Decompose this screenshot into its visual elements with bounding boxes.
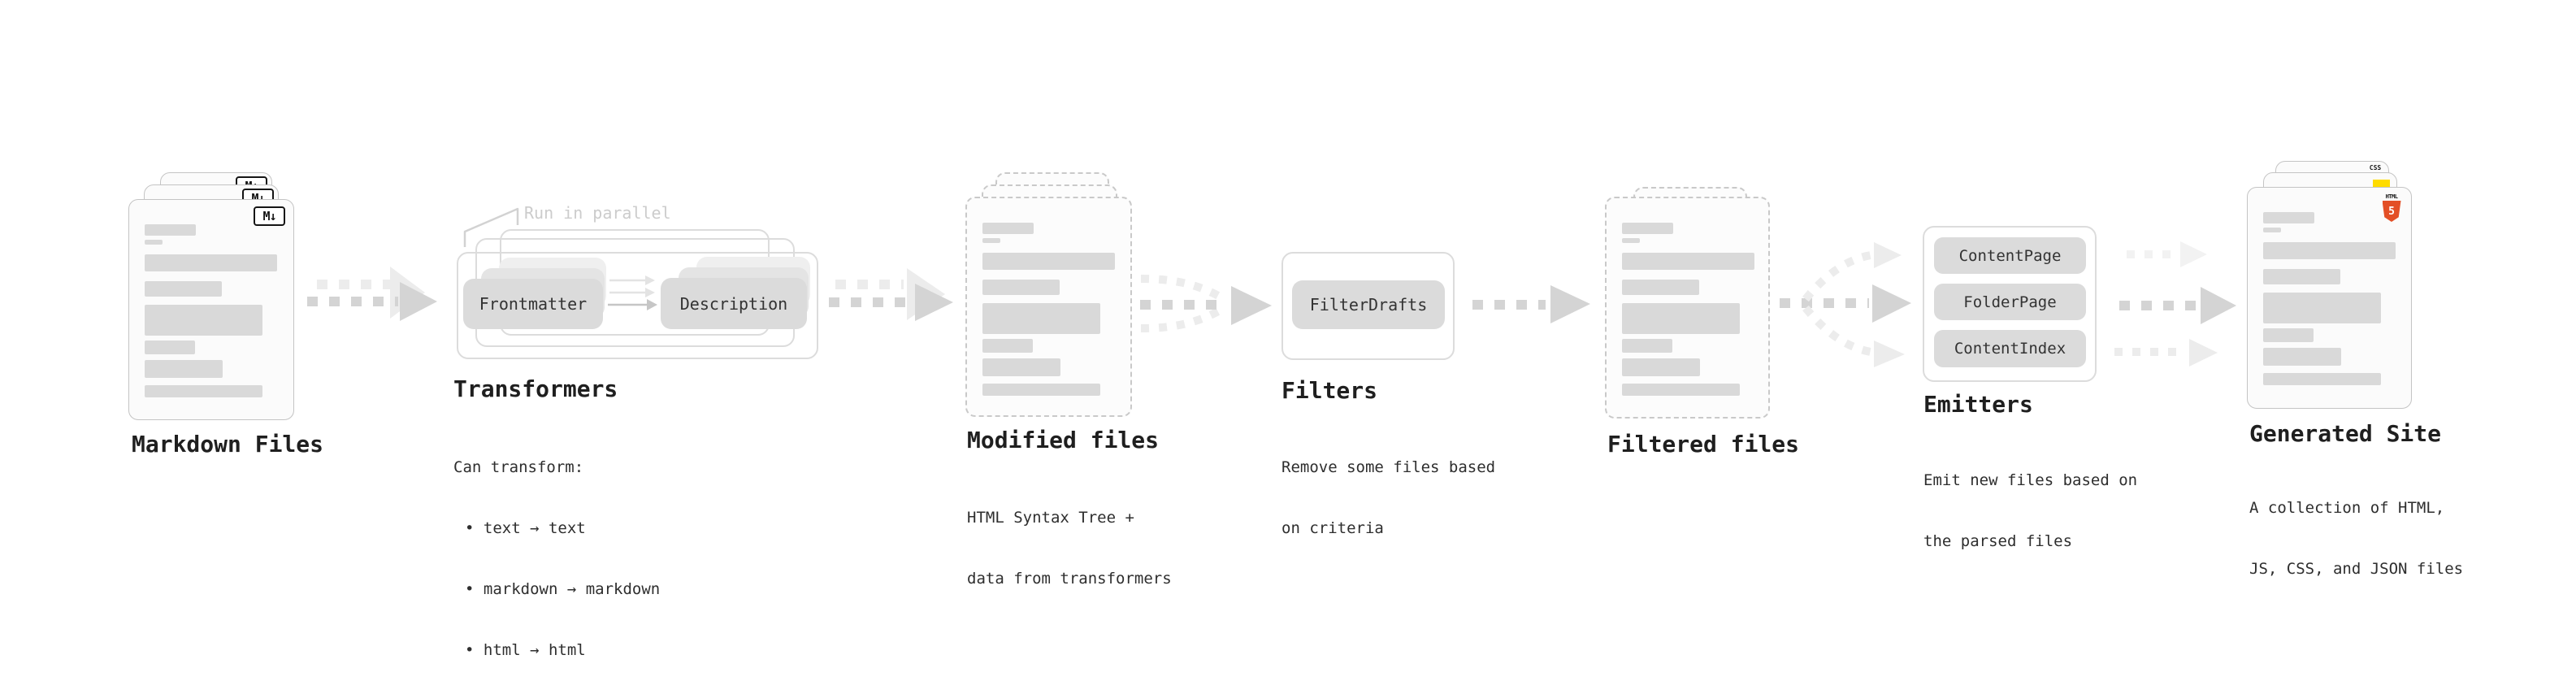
pill-frontmatter: Frontmatter [463, 279, 603, 329]
skeleton-bar [2263, 212, 2314, 223]
skeleton-lines [2263, 212, 2396, 385]
arrow-modified-to-filters [1140, 275, 1272, 332]
description-line: Remove some files based [1281, 458, 1496, 476]
stage-description: Can transform: • text → text • markdown … [453, 417, 660, 681]
description-line: data from transformers [967, 570, 1172, 588]
description-line: the parsed files [1923, 532, 2073, 550]
description-line: Emit new files based on [1923, 471, 2138, 489]
arrow-filtered-to-emitters [1780, 242, 1911, 367]
arrow-frontmatter-to-description [608, 275, 657, 310]
pill-folderpage: FolderPage [1934, 284, 2086, 320]
description-line: • html → html [465, 641, 586, 659]
skeleton-bar [982, 384, 1100, 396]
skeleton-bar [2263, 269, 2340, 284]
stage-title: Filtered files [1607, 431, 1800, 458]
skeleton-bar [1622, 339, 1672, 353]
run-in-parallel-bracket [463, 207, 519, 247]
file-card-front: HTML 5 [2247, 187, 2412, 409]
skeleton-bar [1622, 384, 1740, 396]
file-card-front [1605, 197, 1770, 419]
pill-contentpage: ContentPage [1934, 237, 2086, 274]
description-line: on criteria [1281, 519, 1384, 537]
skeleton-lines [145, 224, 277, 397]
skeleton-bar [145, 360, 223, 378]
skeleton-bar [2263, 348, 2341, 366]
skeleton-bar [2263, 373, 2381, 385]
markdown-icon-label: M↓ [262, 209, 276, 223]
stage-description: A collection of HTML, JS, CSS, and JSON … [2249, 458, 2463, 620]
markdown-icon: M↓ [254, 206, 285, 226]
stage-title: Modified files [967, 427, 1160, 453]
stage-title: Transformers [453, 375, 618, 402]
skeleton-bar [982, 339, 1033, 353]
skeleton-bar [1622, 358, 1700, 376]
file-card-front [965, 197, 1132, 417]
skeleton-bar [1622, 223, 1673, 234]
run-in-parallel-label: Run in parallel [524, 203, 671, 223]
arrow-transformers-to-modified [829, 268, 953, 321]
skeleton-bar [145, 340, 195, 354]
skeleton-bar [2263, 328, 2314, 342]
description-line: • markdown → markdown [465, 580, 661, 598]
filters-box [1281, 252, 1455, 360]
html5-icon-label: HTML [2385, 193, 2398, 200]
stage-description: Remove some files based on criteria [1281, 417, 1495, 579]
emitters-box [1923, 226, 2097, 382]
file-card-front: M↓ [128, 199, 294, 420]
transformer-box-front [457, 252, 818, 359]
skeleton-bar [1622, 303, 1740, 334]
stage-title: Markdown Files [132, 431, 324, 458]
skeleton-bar [1622, 238, 1640, 243]
pill-filterdrafts: FilterDrafts [1292, 280, 1445, 329]
skeleton-bar [145, 254, 277, 271]
skeleton-bar [2263, 242, 2396, 259]
css-icon-label: CSS [2369, 164, 2382, 171]
skeleton-bar [145, 281, 222, 297]
skeleton-bar [145, 385, 262, 397]
arrow-emitters-to-generated [2114, 241, 2236, 367]
skeleton-bar [1622, 280, 1699, 295]
skeleton-bar [982, 303, 1100, 334]
description-line: • text → text [465, 519, 586, 537]
arrow-filters-to-filtered [1472, 285, 1590, 323]
stage-title: Emitters [1923, 391, 2033, 418]
skeleton-bar [982, 253, 1115, 270]
skeleton-bar [145, 224, 196, 236]
js-icon [2373, 180, 2390, 189]
html5-shield: 5 [2382, 201, 2401, 222]
skeleton-bar [145, 240, 163, 245]
skeleton-bar [145, 305, 262, 336]
skeleton-bar [982, 280, 1060, 295]
skeleton-bar [2263, 293, 2381, 323]
description-line: HTML Syntax Tree + [967, 509, 1134, 527]
arrow-markdown-to-transformers [307, 267, 437, 321]
html5-number: 5 [2388, 205, 2395, 218]
skeleton-bar [982, 238, 1000, 243]
html5-icon: HTML 5 [2382, 193, 2401, 222]
skeleton-lines [982, 223, 1115, 396]
stage-description: HTML Syntax Tree + data from transformer… [967, 467, 1172, 630]
stage-title: Generated Site [2249, 420, 2442, 447]
stage-title: Filters [1281, 377, 1378, 404]
skeleton-bar [2263, 228, 2281, 232]
pill-contentindex: ContentIndex [1934, 330, 2086, 367]
description-line: JS, CSS, and JSON files [2249, 560, 2464, 578]
description-line: A collection of HTML, [2249, 499, 2445, 517]
skeleton-bar [1622, 253, 1754, 270]
stage-description: Emit new files based on the parsed files [1923, 430, 2137, 592]
skeleton-bar [982, 358, 1060, 376]
skeleton-bar [982, 223, 1034, 234]
pill-description: Description [661, 278, 807, 329]
skeleton-lines [1622, 223, 1754, 396]
description-line: Can transform: [453, 458, 584, 476]
